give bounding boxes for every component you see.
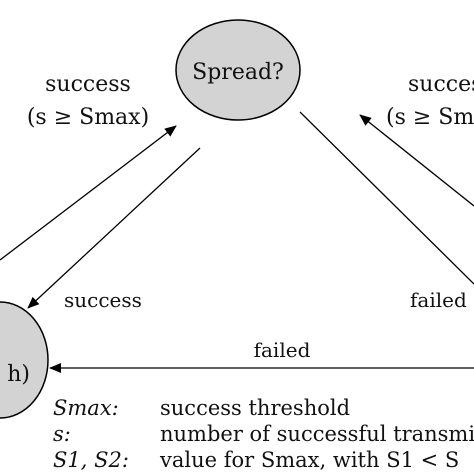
edge-label-right-to-left: failed xyxy=(254,338,311,362)
spread-node-label: Spread? xyxy=(192,60,284,85)
left-node xyxy=(0,301,49,419)
left-node-label: h) xyxy=(7,362,30,387)
edge-label-spread-to-right: failed xyxy=(410,288,467,312)
edge-label-right-condition: (s ≥ Sma xyxy=(386,105,474,130)
edge-label-left-condition: (s ≥ Smax) xyxy=(27,105,149,130)
legend-desc-s1-s2: value for Smax, with S1 < S xyxy=(159,448,459,472)
legend: Smax: success threshold s: number of suc… xyxy=(53,396,474,472)
legend-desc-s: number of successful transmi xyxy=(160,422,474,446)
legend-key-s: s: xyxy=(53,422,71,446)
edge-spread-to-right xyxy=(299,111,474,285)
legend-key-s1-s2: S1, S2: xyxy=(53,448,129,472)
edge-spread-to-left xyxy=(27,147,201,309)
legend-desc-smax: success threshold xyxy=(160,396,350,420)
edge-right-to-spread xyxy=(359,114,474,207)
legend-key-smax: Smax: xyxy=(53,396,119,420)
edge-left-to-spread xyxy=(0,125,177,261)
edge-label-left-success: success xyxy=(45,72,131,97)
edge-label-spread-to-left: success xyxy=(64,288,142,312)
edge-label-right-success: succes xyxy=(408,72,474,97)
spread-node xyxy=(175,19,301,121)
